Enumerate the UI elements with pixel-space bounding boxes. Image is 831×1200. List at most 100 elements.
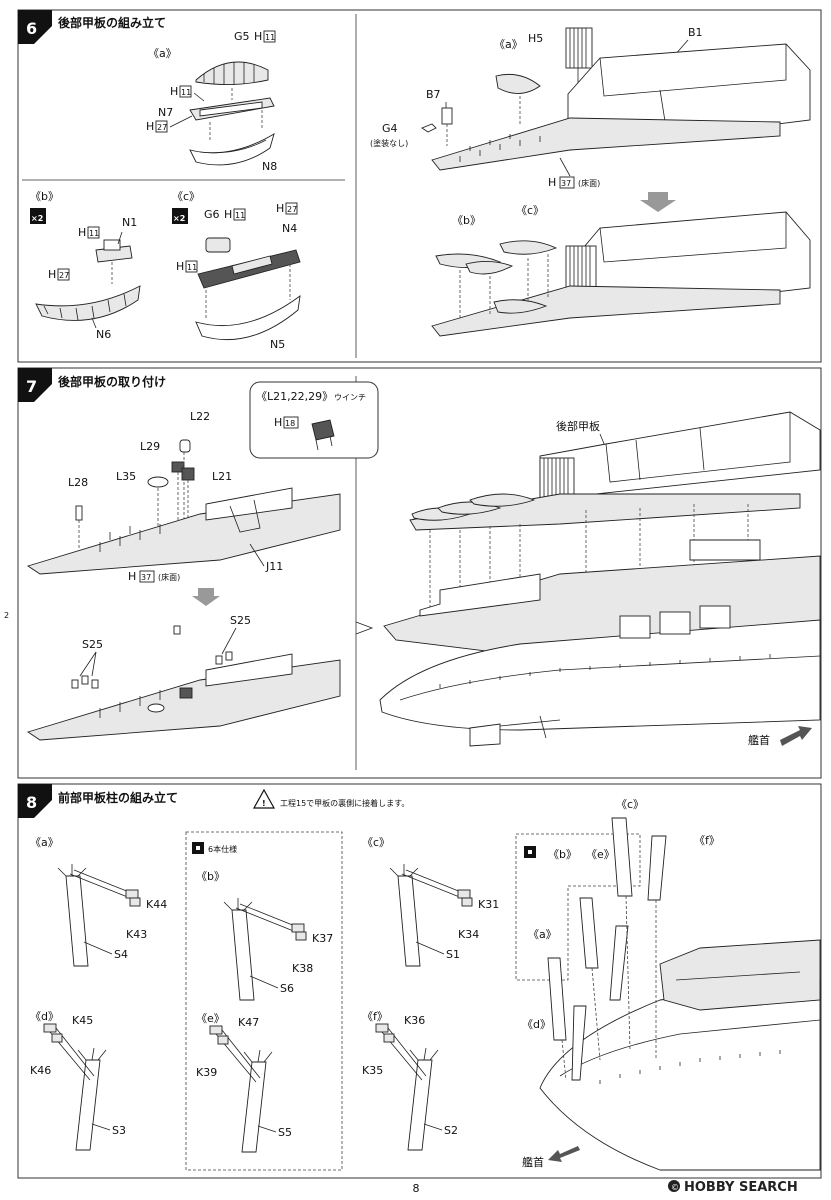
svg-text:《a》: 《a》: [148, 47, 177, 60]
pillar-brace: [69, 869, 135, 899]
svg-text:《a》: 《a》: [528, 928, 557, 941]
pillar-sub-label: 《f》: [362, 1010, 388, 1023]
part-label: K45: [72, 1014, 93, 1027]
svg-text:!: !: [262, 799, 266, 808]
svg-text:×2: ×2: [31, 214, 43, 223]
step-6-arrow-down: [640, 192, 676, 212]
svg-text:《b》: 《b》: [548, 848, 577, 861]
step-7-small-parts: L22 L29 L35 L21 L28: [68, 410, 232, 548]
part-label: K38: [292, 962, 313, 975]
pillar-sub-label: 《a》: [30, 836, 59, 849]
svg-text:11: 11: [235, 211, 245, 220]
step-7-ship-hull: 後部甲板: [379, 411, 821, 747]
svg-text:H: H: [78, 226, 86, 239]
pillar-part-label: S3: [112, 1124, 126, 1137]
step-6-panel: 6 後部甲板の組み立て 《a》 G5 H 11 H 11 N7 H 27: [17, 9, 822, 363]
pillar-sub-label: 《b》: [196, 870, 225, 883]
svg-text:H: H: [548, 176, 556, 189]
page-number: 8: [413, 1182, 420, 1195]
part-label: K43: [126, 928, 147, 941]
svg-text:J11: J11: [265, 560, 283, 573]
pillar-fork: [57, 864, 87, 877]
winch-callout: 《L21,22,29》 ウインチ H 18: [249, 381, 379, 459]
hobby-search-watermark: © HOBBY SEARCH: [668, 1180, 798, 1195]
svg-text:H: H: [274, 416, 282, 429]
pillar-fork: [77, 1047, 107, 1061]
svg-text:7: 7: [26, 377, 37, 396]
svg-text:11: 11: [89, 229, 99, 238]
step-6-badge: 6: [18, 10, 52, 44]
svg-text:H: H: [176, 260, 184, 273]
svg-text:N1: N1: [122, 216, 137, 229]
svg-text:《b》: 《b》: [30, 190, 59, 203]
svg-text:L21: L21: [212, 470, 232, 483]
step-8-ship-bow: 《a》 《b》 《c》 《d》 《e》 《f》 艦首: [515, 798, 821, 1171]
brace-part-b: [217, 1035, 229, 1045]
svg-text:11: 11: [265, 33, 275, 42]
svg-text:H: H: [254, 30, 262, 43]
svg-text:6本仕様: 6本仕様: [208, 844, 237, 854]
brace-part-a: [209, 1025, 223, 1035]
svg-text:《b》: 《b》: [452, 214, 481, 227]
step-6b-assembly: 《b》 ×2 N1 H 11 H 27 N6: [30, 190, 141, 341]
svg-text:11: 11: [187, 263, 197, 272]
svg-text:ウインチ: ウインチ: [334, 393, 366, 402]
svg-text:(床面): (床面): [158, 572, 180, 582]
leader-line: [423, 1123, 443, 1131]
svg-text:L35: L35: [116, 470, 136, 483]
pillar-fork: [223, 898, 253, 911]
svg-text:工程15で甲板の裏側に接着します。: 工程15で甲板の裏側に接着します。: [280, 798, 409, 808]
svg-text:©: ©: [671, 1183, 679, 1192]
warning-note: ! 工程15で甲板の裏側に接着します。: [252, 788, 409, 809]
svg-text:H5: H5: [528, 32, 543, 45]
pillar-brace: [401, 869, 467, 899]
svg-text:27: 27: [287, 205, 297, 214]
pillar-part-label: S5: [278, 1126, 292, 1139]
svg-text:27: 27: [157, 123, 167, 132]
brace-part-b: [461, 897, 473, 907]
brace-part-a: [375, 1023, 389, 1033]
svg-text:艦首: 艦首: [748, 733, 770, 747]
svg-text:《d》: 《d》: [522, 1018, 551, 1031]
pillar-part-label: S1: [446, 948, 460, 961]
bow-arrow-icon: [780, 726, 812, 746]
svg-text:N7: N7: [158, 106, 173, 119]
warning-icon: [252, 788, 276, 809]
svg-text:H: H: [48, 268, 56, 281]
step-7-badge: 7: [18, 368, 52, 402]
svg-text:11: 11: [181, 88, 191, 97]
step-7-title: 後部甲板の取り付け: [58, 374, 166, 389]
svg-text:《f》: 《f》: [694, 834, 720, 847]
part-label: K39: [196, 1066, 217, 1079]
svg-text:G5: G5: [234, 30, 250, 43]
part-label: K37: [312, 932, 333, 945]
step-8-panel: 8 前部甲板柱の組み立て ! 工程15で甲板の裏側に接着します。 6本仕様 《a…: [17, 783, 822, 1179]
pillar-shaft: [407, 1059, 433, 1151]
part-label: K36: [404, 1014, 425, 1027]
pillar-groups: 《a》K44K43S4《b》K37K38S6《c》K31K34S1《d》K45K…: [30, 836, 499, 1153]
pillar-fork: [243, 1049, 273, 1063]
pillar-sub-label: 《e》: [196, 1012, 225, 1025]
svg-text:N8: N8: [262, 160, 277, 173]
pillar-shaft: [75, 1059, 101, 1151]
step-7-panel: 7 後部甲板の取り付け 《L21,22,29》 ウインチ H 18 L22 L2…: [17, 367, 822, 779]
svg-text:《L21,22,29》: 《L21,22,29》: [256, 390, 333, 403]
side-mark: 2: [4, 611, 9, 620]
step-6-title: 後部甲板の組み立て: [58, 15, 166, 30]
leader-line: [91, 1123, 111, 1131]
step-8-title: 前部甲板柱の組み立て: [58, 790, 178, 805]
svg-text:N4: N4: [282, 222, 297, 235]
part-label: K34: [458, 928, 479, 941]
svg-text:艦首: 艦首: [522, 1155, 544, 1169]
part-label: K44: [146, 898, 167, 911]
pillar-part-label: S4: [114, 948, 128, 961]
step-6-deck-top: 《a》 H5 B1 B7 G4 (塗装なし) H: [370, 26, 811, 189]
svg-text:後部甲板: 後部甲板: [556, 419, 600, 433]
svg-text:《e》: 《e》: [586, 848, 615, 861]
svg-text:L29: L29: [140, 440, 160, 453]
svg-text:H: H: [128, 570, 136, 583]
